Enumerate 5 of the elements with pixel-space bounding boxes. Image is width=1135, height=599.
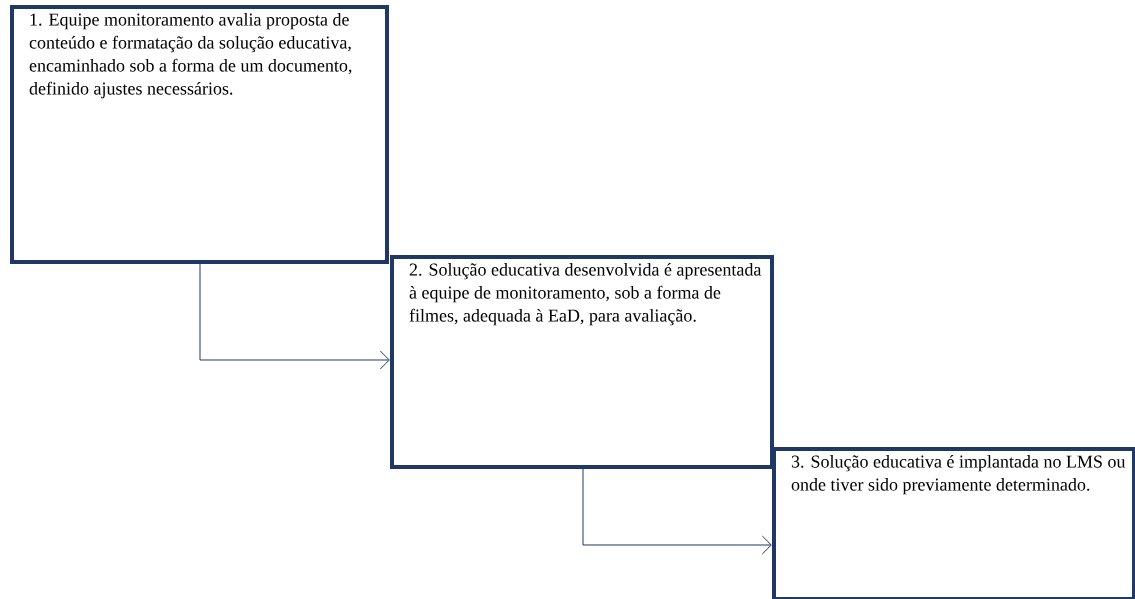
arrow bbox=[199, 263, 390, 370]
step-box: 1. Equipe monitoramento avalia proposta de conteúdo e formatação da solução educativa, encaminhado sob a forma de um documento, definido ajustes necessários. bbox=[10, 5, 389, 264]
arrow bbox=[582, 468, 772, 555]
step-box: 2. Solução educativa desenvolvida é apresentada à equipe de monitoramento, sob a forma de filmes, adequada à EaD, para avaliação. bbox=[390, 255, 774, 469]
step-box: 3. Solução educativa é implantada no LMS ou onde tiver sido previamente determinado. bbox=[772, 447, 1135, 599]
